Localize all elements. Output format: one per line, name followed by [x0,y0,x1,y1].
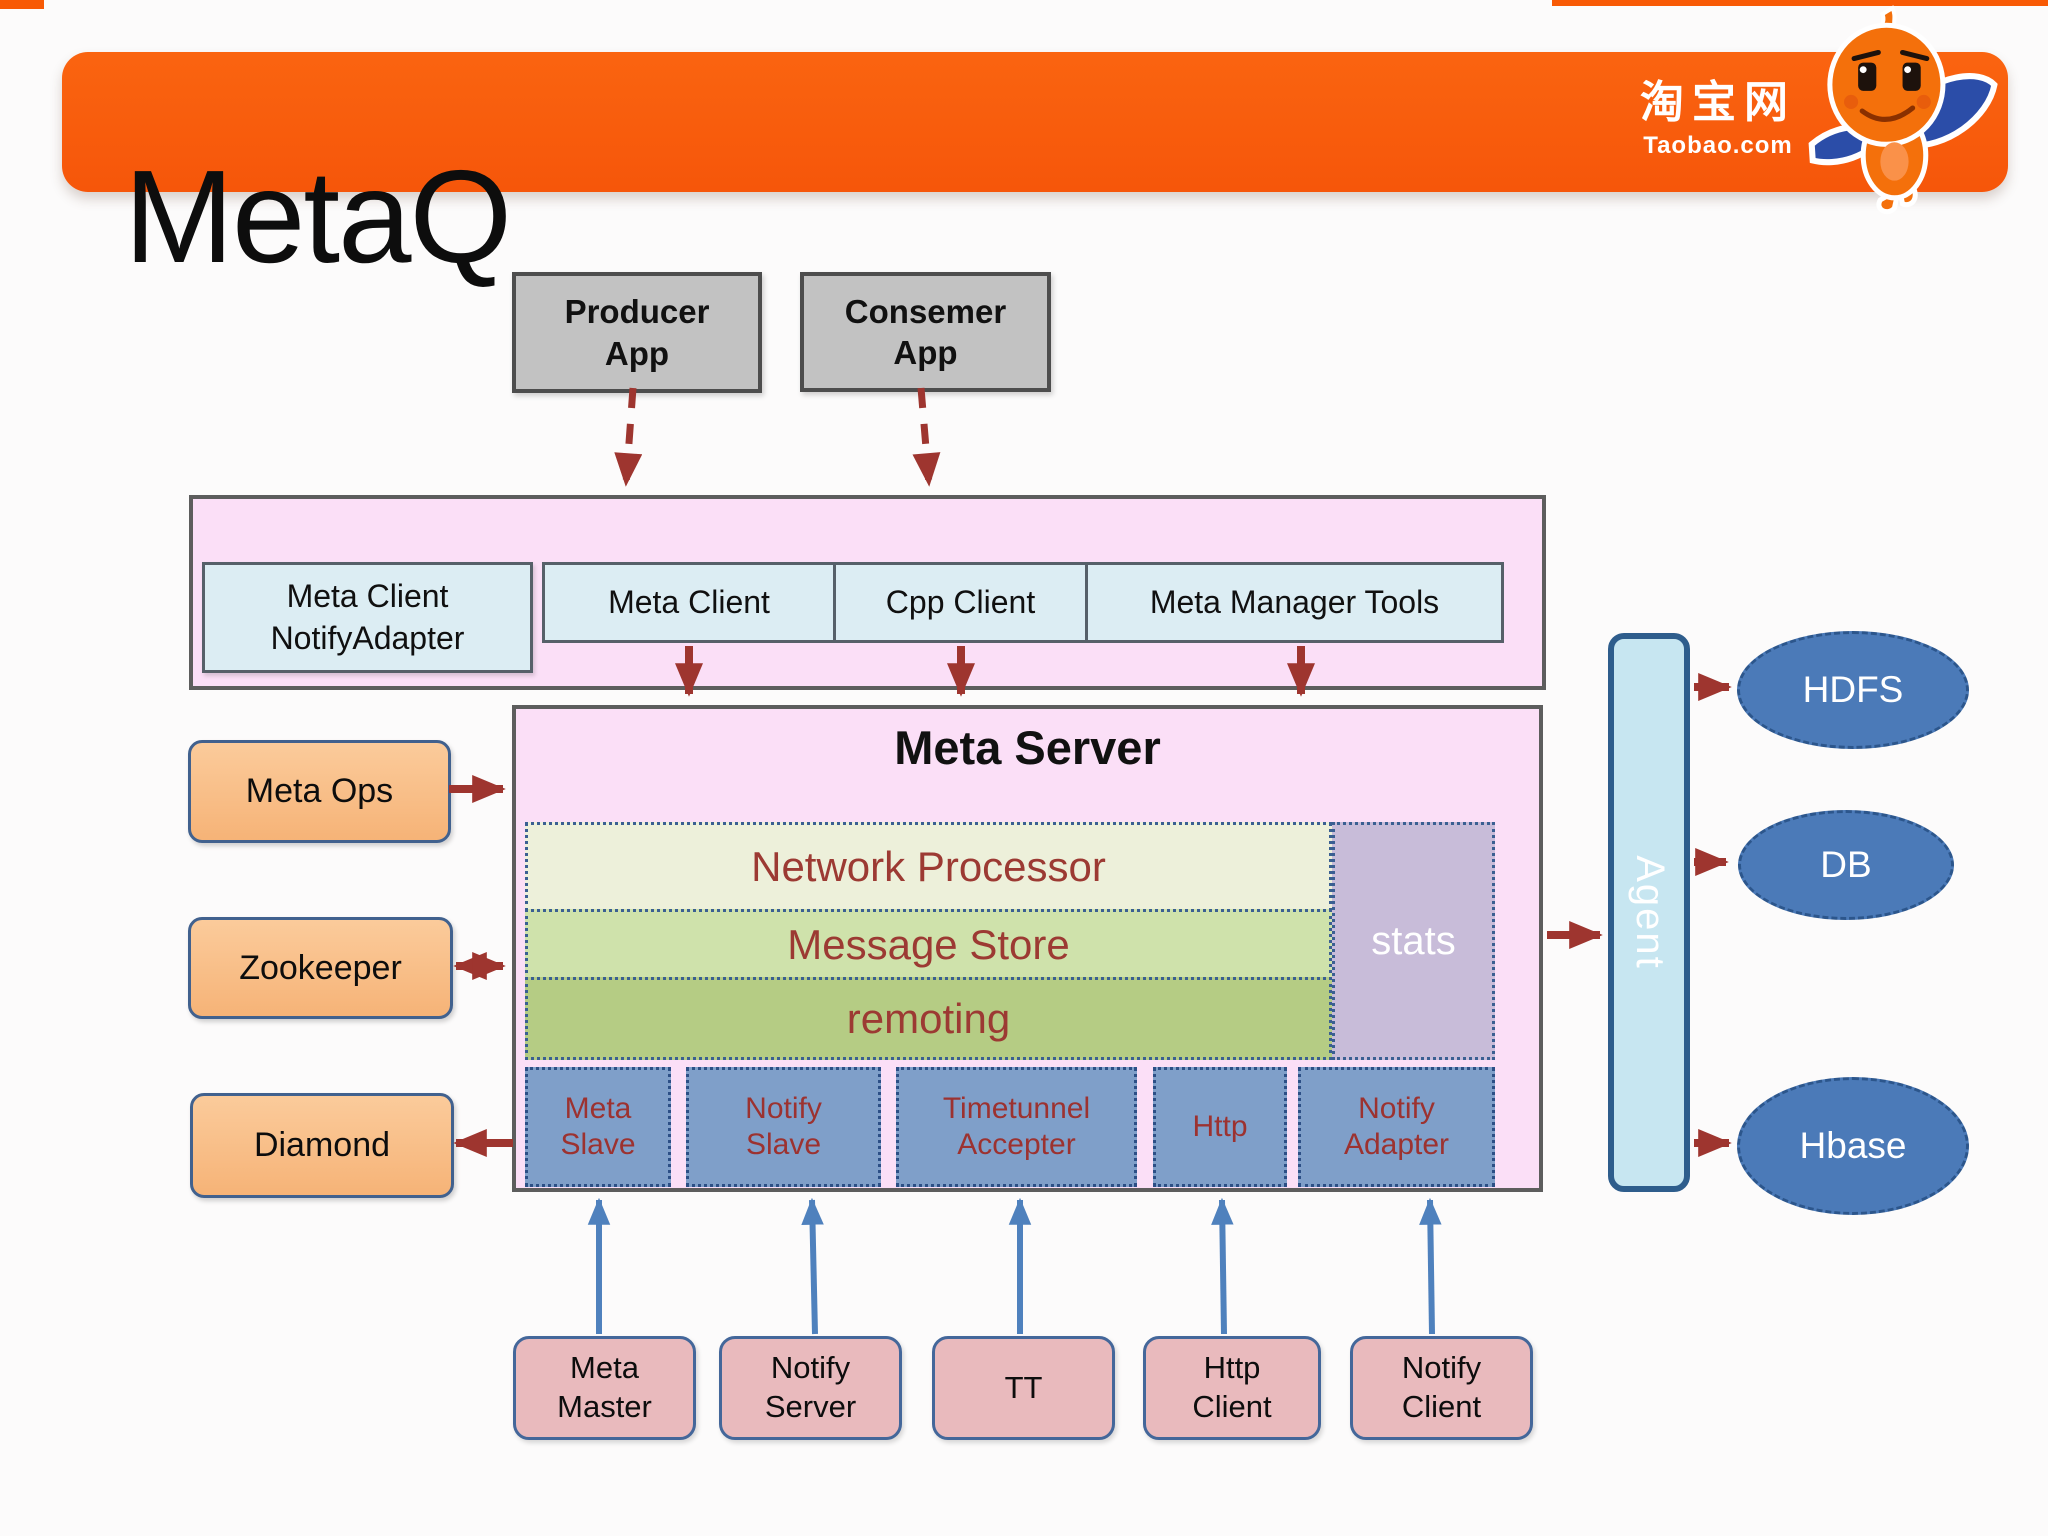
meta-client-box: Meta Client [542,562,836,643]
meta-master-node: Meta Master [513,1336,696,1440]
db-ellipse: DB [1738,810,1954,920]
network-processor-band: Network Processor [525,822,1332,912]
notify-client-node: Notify Client [1350,1336,1533,1440]
remoting-band: remoting [525,977,1332,1060]
banner-bar [62,52,2008,192]
tt-node: TT [932,1336,1115,1440]
client-box-group: Meta Client Cpp Client Meta Manager Tool… [542,562,1510,643]
meta-server-title: Meta Server [894,721,1161,774]
notify-server-node: Notify Server [719,1336,902,1440]
hdfs-ellipse: HDFS [1737,631,1969,749]
top-left-trim [0,0,44,9]
notify-slave-slot: Notify Slave [686,1067,881,1187]
message-store-band: Message Store [525,909,1332,980]
arrow-producer-to-clients [614,387,643,487]
page-title: MetaQ [124,143,512,290]
taobao-logo-en: Taobao.com [1643,132,1793,159]
producer-app-box: Producer App [512,272,762,393]
zookeeper-node: Zookeeper [188,917,453,1019]
http-slot: Http [1153,1067,1287,1187]
meta-manager-tools-box: Meta Manager Tools [1085,562,1504,643]
timetunnel-accepter-slot: Timetunnel Accepter [896,1067,1137,1187]
taobao-mascot-icon [1808,5,1998,215]
arrow-httpclient-to-http [1211,1197,1234,1335]
stats-panel: stats [1332,822,1495,1060]
taobao-logo-cn: 淘宝网 [1640,78,1796,127]
notify-adapter-slot: Notify Adapter [1298,1067,1495,1187]
taobao-logo: 淘宝网 Taobao.com [1618,66,1818,160]
agent-bar: Agent [1608,633,1690,1192]
arrow-consumer-to-clients [912,387,941,487]
meta-client-notify-adapter-box: Meta Client NotifyAdapter [202,562,533,673]
cpp-client-box: Cpp Client [833,562,1088,643]
meta-ops-node: Meta Ops [188,740,451,843]
arrow-notifyclient-to-notifyadapter [1419,1197,1442,1335]
meta-slave-slot: Meta Slave [525,1067,671,1187]
http-client-node: Http Client [1143,1336,1321,1440]
diamond-node: Diamond [190,1093,454,1198]
agent-label: Agent [1627,855,1672,970]
arrow-notifyserver-to-notifyslave [801,1197,824,1335]
top-right-trim [1552,0,2048,6]
hbase-ellipse: Hbase [1737,1077,1969,1215]
consumer-app-box: Consemer App [800,272,1051,392]
